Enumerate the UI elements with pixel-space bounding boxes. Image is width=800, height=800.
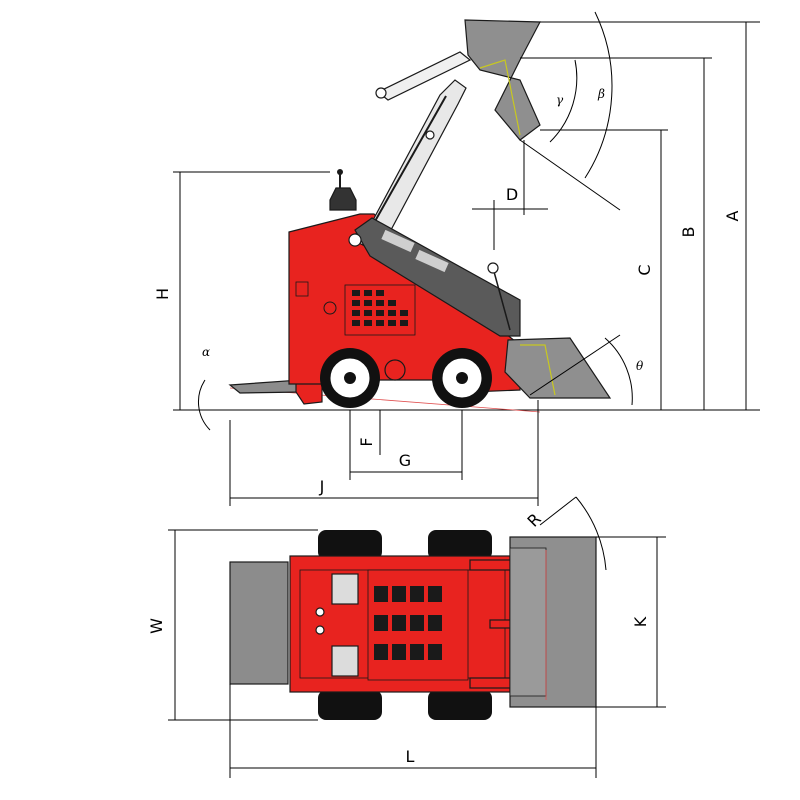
side-view: H A B C D F G J β γ xyxy=(153,11,760,506)
angle-arc-theta xyxy=(604,337,633,406)
tilt-pivot xyxy=(487,262,499,274)
bucket-lowered-hydraulic xyxy=(520,344,556,396)
arm-pivot xyxy=(375,87,387,99)
lift-link xyxy=(376,51,472,101)
radius-arc xyxy=(575,496,607,571)
lever-knob xyxy=(337,169,343,175)
light-icon xyxy=(323,301,337,315)
dim-label-L: L xyxy=(406,747,415,766)
dim-label-G: G xyxy=(399,451,411,470)
angle-arc-gamma xyxy=(549,59,578,143)
dim-label-C: C xyxy=(635,264,654,275)
top-view: W K L R xyxy=(147,496,666,778)
tilt-cylinder xyxy=(492,267,511,331)
grille-bars-top xyxy=(374,586,442,660)
dim-label-D: D xyxy=(506,185,518,204)
angle-label-gamma: γ xyxy=(556,93,564,107)
bucket-lowered xyxy=(504,337,612,399)
tracks-tires xyxy=(318,530,492,720)
angle-label-alpha: α xyxy=(202,345,210,359)
dim-label-R: R xyxy=(523,509,544,530)
lift-cylinder xyxy=(369,95,447,231)
angle-label-beta: β xyxy=(597,87,605,101)
control-knob xyxy=(315,625,325,635)
arm-decals xyxy=(381,229,449,273)
control-panel-right xyxy=(331,645,359,677)
dim-label-K: K xyxy=(631,616,650,627)
dim-label-F: F xyxy=(357,437,376,446)
bucket-raised-hydraulic xyxy=(479,59,521,136)
angle-label-theta: θ xyxy=(636,359,644,373)
dim-line-R xyxy=(539,496,577,526)
bucket-mount xyxy=(509,547,547,697)
control-panel-left xyxy=(331,573,359,605)
dim-label-H: H xyxy=(153,288,172,300)
rear-wheel xyxy=(320,348,380,408)
control-tower xyxy=(329,187,357,211)
angle-arc-alpha xyxy=(197,379,211,431)
angle-arc-beta xyxy=(584,11,613,179)
lift-arm-lowered xyxy=(354,217,521,337)
dim-label-W: W xyxy=(147,618,166,634)
dim-label-J: J xyxy=(319,477,325,496)
front-wheel xyxy=(432,348,492,408)
dim-label-A: A xyxy=(723,210,742,221)
grille-slots xyxy=(352,290,408,326)
lift-arm-top-upper xyxy=(469,559,513,571)
side-panel-slot xyxy=(295,281,309,297)
lift-arm-top-lower xyxy=(469,677,513,689)
rear-counterweight xyxy=(229,561,289,685)
arm-pivot xyxy=(425,130,435,140)
control-knob xyxy=(315,607,325,617)
bucket-raised xyxy=(464,19,541,141)
drive-sprocket xyxy=(384,359,406,381)
arm-hinge xyxy=(348,233,362,247)
dim-label-B: B xyxy=(679,227,698,238)
